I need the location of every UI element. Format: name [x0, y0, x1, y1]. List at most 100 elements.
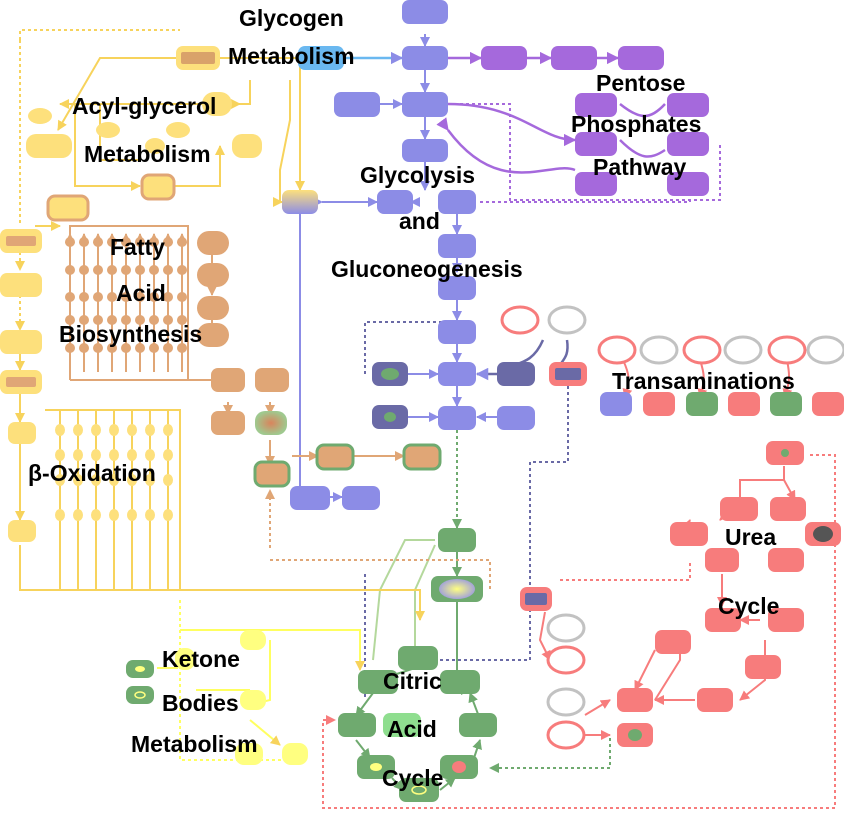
- fa-dot-4-0: [121, 237, 131, 247]
- node-urea-3-shape: [770, 497, 806, 521]
- node-cit-4: [358, 670, 398, 694]
- fa-dot-3-3: [107, 315, 117, 325]
- node-urea-4: [670, 522, 708, 546]
- node-cit-8: [383, 713, 421, 737]
- node-trans-4: [728, 392, 760, 416]
- edge-cit-light-2: [414, 544, 436, 660]
- edge-pp-dotted-1: [448, 103, 721, 201]
- fa-dot-0-4: [65, 343, 75, 353]
- node-gly-9-shape: [438, 362, 476, 386]
- node-acyl-3: [232, 134, 262, 158]
- fa-dot-4-1: [121, 265, 131, 275]
- ox-dot-5-0: [145, 424, 155, 436]
- fa-dot-5-1: [135, 265, 145, 275]
- node-ket-3-shape: [235, 743, 263, 765]
- node-fa-4: [197, 323, 229, 347]
- fa-dot-7-0: [163, 237, 173, 247]
- node-gly-dark-3: [372, 405, 408, 429]
- edge-acyl-dotted: [19, 29, 180, 40]
- node-urea-8-shape: [705, 608, 741, 632]
- edge-urea-dotted-2: [322, 454, 836, 809]
- edge-cit-urea: [489, 738, 611, 773]
- node-ox-5-shape: [8, 422, 36, 444]
- node-cit-5: [440, 670, 480, 694]
- fa-dot-2-1: [93, 265, 103, 275]
- fa-dot-0-2: [65, 292, 75, 302]
- node-ket-g1: [126, 660, 154, 678]
- edge-acyl-1: [57, 57, 178, 131]
- ox-dot-4-3: [127, 509, 137, 521]
- node-urea-entry-core: [525, 593, 547, 605]
- fa-dot-8-4: [177, 343, 187, 353]
- ring-trans-grey-1: [639, 335, 679, 365]
- node-cit-11: [399, 778, 439, 802]
- node-cit-7-shape: [459, 713, 497, 737]
- label-pentose: Pentose: [596, 70, 686, 96]
- edge-cit-10: [468, 692, 479, 715]
- node-ket-g2-core: [134, 691, 146, 699]
- label-acyl-glycerol: Acyl-glycerol: [72, 93, 217, 119]
- ox-dot-0-3: [55, 509, 65, 521]
- acyl-dot-1: [96, 122, 120, 138]
- label-acyl-metabolism: Metabolism: [84, 141, 211, 167]
- node-urea-12: [617, 688, 653, 712]
- acyl-dot-3: [145, 138, 165, 154]
- ox-dot-1-1: [73, 449, 83, 461]
- fa-dot-0-1: [65, 265, 75, 275]
- node-urea-5: [805, 522, 841, 546]
- edge-pp-5: [436, 117, 576, 174]
- node-urea-11: [745, 655, 781, 679]
- fa-dot-2-0: [93, 237, 103, 247]
- node-cit-9: [357, 755, 395, 779]
- node-cit-10-core: [452, 761, 466, 773]
- label-ketone: Ketone: [162, 646, 240, 672]
- node-gly-11: [497, 406, 535, 430]
- node-cit-9-core: [370, 763, 382, 771]
- ox-dot-4-0: [127, 424, 137, 436]
- node-cit-3-shape: [398, 646, 438, 670]
- node-ox-4: [0, 370, 42, 394]
- ox-dot-6-1: [163, 449, 173, 461]
- node-gly-5-shape: [438, 190, 476, 214]
- edge-cit-9: [472, 739, 482, 759]
- fa-dot-6-4: [149, 343, 159, 353]
- node-acyl-4-core: [149, 182, 167, 192]
- node-gly-dark-1: [497, 362, 535, 386]
- fa-dot-4-4: [121, 343, 131, 353]
- node-urea-8: [705, 608, 741, 632]
- node-gly-side: [334, 92, 380, 117]
- ox-dot-2-1: [91, 449, 101, 461]
- label-glycogen-metabolism: Metabolism: [228, 43, 355, 69]
- ox-dot-6-3: [163, 509, 173, 521]
- label-glycolysis-and: and: [399, 208, 440, 234]
- fa-dot-7-2: [163, 292, 173, 302]
- node-trans-2-shape: [643, 392, 675, 416]
- fa-dot-3-0: [107, 237, 117, 247]
- node-fa-9: [253, 460, 291, 488]
- node-pp-6-shape: [575, 132, 617, 156]
- node-pp-1-shape: [481, 46, 527, 70]
- fa-dot-8-1: [177, 265, 187, 275]
- node-gly-12-shape: [290, 486, 330, 510]
- node-urea-13-shape: [697, 688, 733, 712]
- node-urea-7-shape: [768, 548, 804, 572]
- fa-dot-6-3: [149, 315, 159, 325]
- node-urea-12-shape: [617, 688, 653, 712]
- edge-dotted-3: [440, 610, 531, 661]
- node-fa-top-core: [55, 203, 81, 213]
- node-gly-10: [438, 406, 476, 430]
- node-fa-10: [315, 443, 355, 471]
- node-pp-2-shape: [551, 46, 597, 70]
- fa-dot-8-2: [177, 292, 187, 302]
- fa-dot-6-2: [149, 292, 159, 302]
- edge-urea-dotted: [560, 560, 691, 581]
- edge-urea-9: [634, 649, 656, 691]
- node-pp-5: [667, 93, 709, 117]
- edge-acyl-3: [59, 80, 251, 109]
- fa-dot-2-2: [93, 292, 103, 302]
- edge-cit-5: [355, 692, 374, 717]
- fa-dot-3-2: [107, 292, 117, 302]
- node-acyl-1: [202, 92, 232, 116]
- node-gly-dark-1-shape: [497, 362, 535, 386]
